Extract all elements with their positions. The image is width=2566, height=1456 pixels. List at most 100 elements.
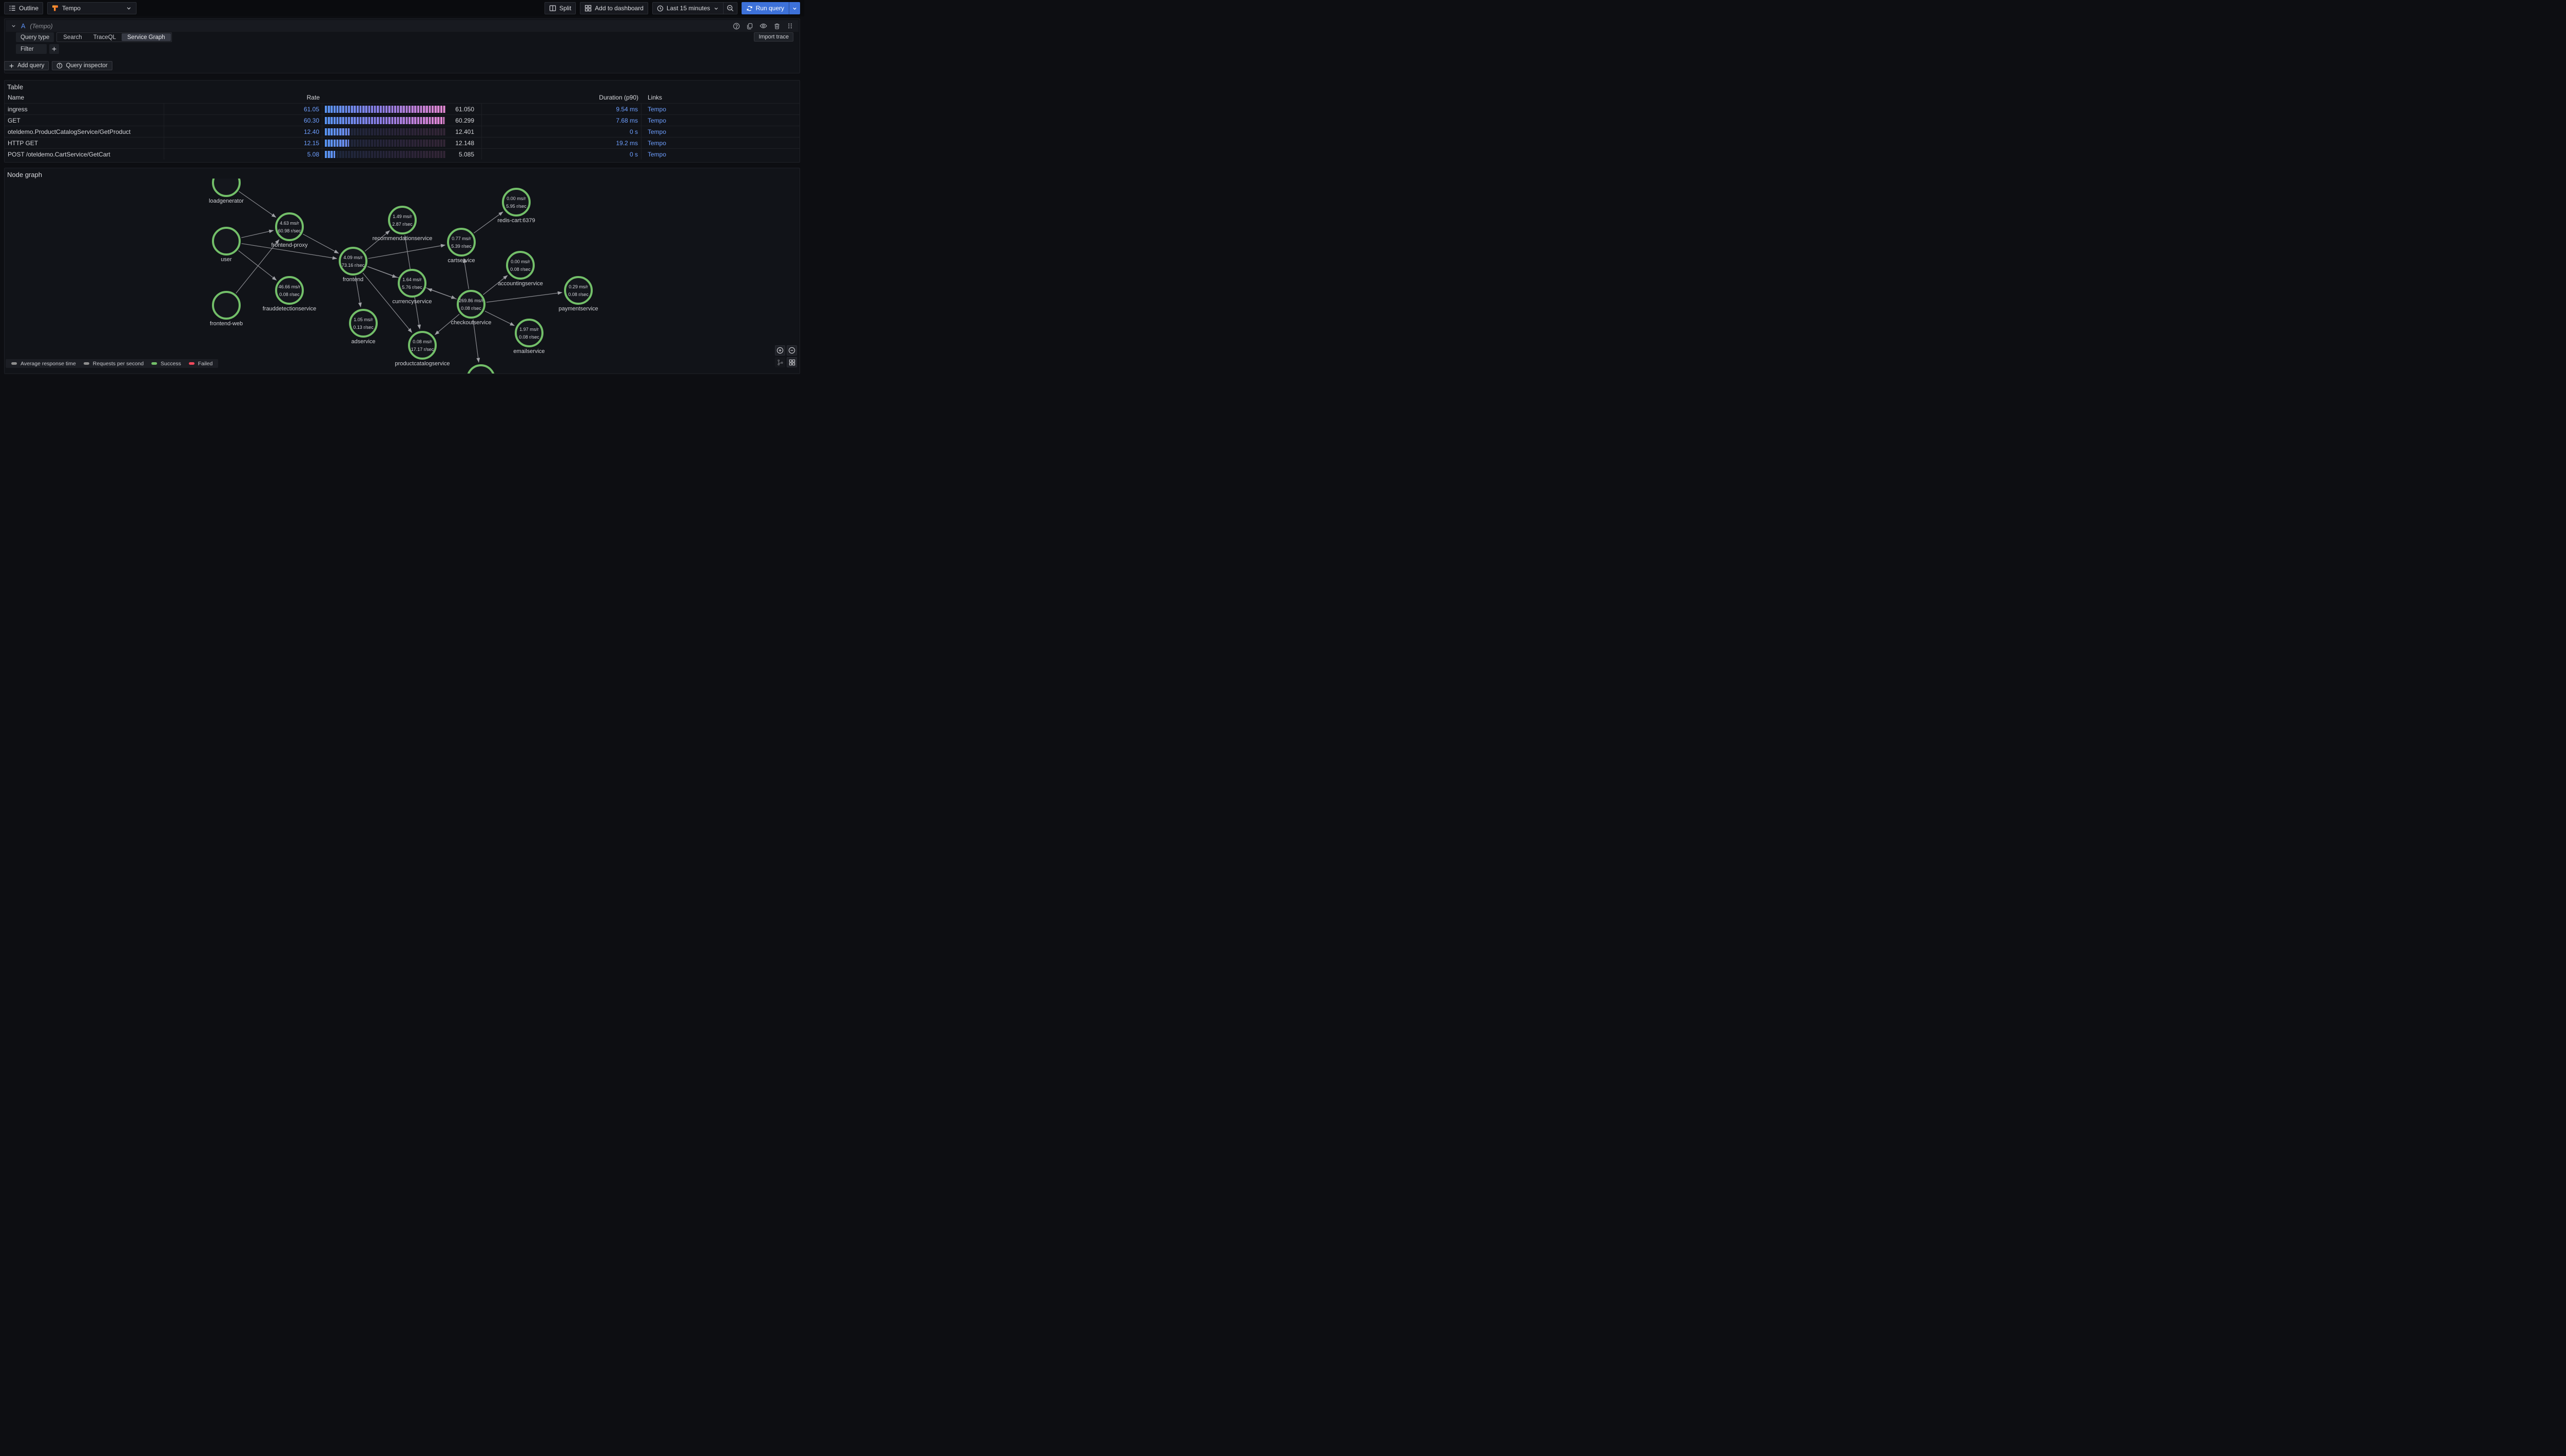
cell-tempo-link[interactable]: Tempo <box>648 150 667 158</box>
gauge-segments-overlay <box>325 151 446 158</box>
node-stat-response-time: 1.97 ms/r <box>519 327 539 332</box>
node-frauddetectionservice[interactable]: 46.66 ms/r0.08 r/secfrauddetectionservic… <box>263 276 317 312</box>
graph-layout-tree-button[interactable] <box>775 357 785 367</box>
rate-bar-gauge <box>325 140 446 147</box>
cell-rate-gauge: 5.085 <box>322 149 482 160</box>
node-circle <box>275 276 304 305</box>
edges-layer <box>236 191 562 363</box>
cell-name: HTTP GET <box>5 137 164 148</box>
drag-handle-icon[interactable] <box>787 23 793 29</box>
copy-icon[interactable] <box>746 23 753 30</box>
trash-icon[interactable] <box>773 23 781 30</box>
node-graph-panel-title: Node graph <box>7 171 42 179</box>
eye-icon[interactable] <box>760 22 767 30</box>
node-circle <box>467 364 495 373</box>
column-header-name[interactable]: Name <box>8 94 25 101</box>
node-graph-canvas[interactable]: loadgenerator user frontend-web 4.63 ms/r60… <box>5 179 800 374</box>
node-label: accountingservice <box>498 281 543 287</box>
legend-color-pill <box>188 362 195 365</box>
run-query-dropdown-button[interactable] <box>789 2 800 14</box>
graph-layout-grid-button[interactable] <box>787 357 797 367</box>
tab-traceql[interactable]: TraceQL <box>93 34 116 41</box>
info-circle-icon <box>56 63 63 69</box>
rate-bar-gauge <box>325 106 446 113</box>
node-stat-request-rate: 0.08 r/sec <box>461 306 481 311</box>
node-stat-request-rate: 5.39 r/sec <box>451 244 472 249</box>
query-actions-row: Add query Query inspector <box>4 61 112 70</box>
zoom-out-time-button[interactable] <box>723 3 737 14</box>
table-panel: Table Name Rate Duration (p90) Links ing… <box>4 80 800 163</box>
query-editor-card: A (Tempo) <box>4 18 800 73</box>
node-stat-request-rate: 0.13 r/sec <box>353 325 374 330</box>
node-circle <box>212 291 241 320</box>
help-icon[interactable] <box>733 23 740 30</box>
collapse-chevron-icon[interactable] <box>11 23 16 29</box>
grid-layout-icon <box>789 359 795 365</box>
filter-row: Filter <box>16 44 59 54</box>
column-header-links[interactable]: Links <box>648 94 663 101</box>
node-label: productcatalogservice <box>395 361 450 367</box>
query-inspector-button[interactable]: Query inspector <box>52 61 112 70</box>
node-productcatalogservice[interactable]: 0.08 ms/r17.17 r/secproductcatalogservic… <box>395 331 450 367</box>
import-trace-button[interactable]: Import trace <box>754 32 793 42</box>
cell-rate: 5.08 <box>164 149 322 160</box>
branch-layout-icon <box>777 359 783 365</box>
time-range-button[interactable]: Last 15 minutes <box>653 3 723 14</box>
legend-label: Average response time <box>21 360 76 367</box>
graph-zoom-out-button[interactable] <box>787 345 797 356</box>
node-label: loadgenerator <box>209 198 244 204</box>
cell-tempo-link[interactable]: Tempo <box>648 105 667 113</box>
node-stat-request-rate: 0.08 r/sec <box>510 267 531 272</box>
tab-service-graph[interactable]: Service Graph <box>122 33 171 41</box>
edge-user-to-frauddetectionservice <box>238 250 277 281</box>
column-header-rate[interactable]: Rate <box>306 94 320 101</box>
graph-zoom-in-button[interactable] <box>775 345 785 356</box>
node-circle <box>388 206 417 234</box>
column-header-duration[interactable]: Duration (p90) <box>599 94 638 101</box>
split-button[interactable]: Split <box>544 2 576 14</box>
cell-rate-gauge: 12.401 <box>322 126 482 137</box>
cell-tempo-link[interactable]: Tempo <box>648 116 667 124</box>
run-query-button-group: Run query <box>741 2 800 14</box>
query-inspector-label: Query inspector <box>66 63 108 69</box>
edge-checkoutservice-to-currencyservice <box>427 288 457 300</box>
run-query-button[interactable]: Run query <box>742 2 789 14</box>
cell-tempo-link[interactable]: Tempo <box>648 139 667 147</box>
node-stat-response-time: 0.00 ms/r <box>507 196 526 201</box>
node-frontend-web[interactable]: frontend-web <box>210 291 243 327</box>
outline-button[interactable]: Outline <box>4 2 44 14</box>
node-label: paymentservice <box>558 306 598 312</box>
add-filter-button[interactable] <box>49 44 59 54</box>
add-to-dashboard-button[interactable]: Add to dashboard <box>580 2 648 14</box>
legend-item-failed: Failed <box>188 361 212 367</box>
node-label: adservice <box>351 339 375 345</box>
cell-tempo-link[interactable]: Tempo <box>648 128 667 135</box>
gauge-value: 12.148 <box>455 139 474 147</box>
datasource-picker[interactable]: Tempo <box>47 2 137 14</box>
edge-frontend-web-to-frontend-proxy <box>236 239 280 293</box>
tab-search[interactable]: Search <box>63 34 82 41</box>
node-user[interactable]: user <box>212 227 241 263</box>
node-loadgenerator[interactable]: loadgenerator <box>209 179 244 204</box>
query-row-actions <box>733 22 793 30</box>
cell-rate: 60.30 <box>164 115 322 126</box>
add-query-button[interactable]: Add query <box>4 61 49 70</box>
node-clipped-node[interactable]: 128.74 ms/r <box>467 364 495 374</box>
chevron-down-icon <box>713 6 719 11</box>
